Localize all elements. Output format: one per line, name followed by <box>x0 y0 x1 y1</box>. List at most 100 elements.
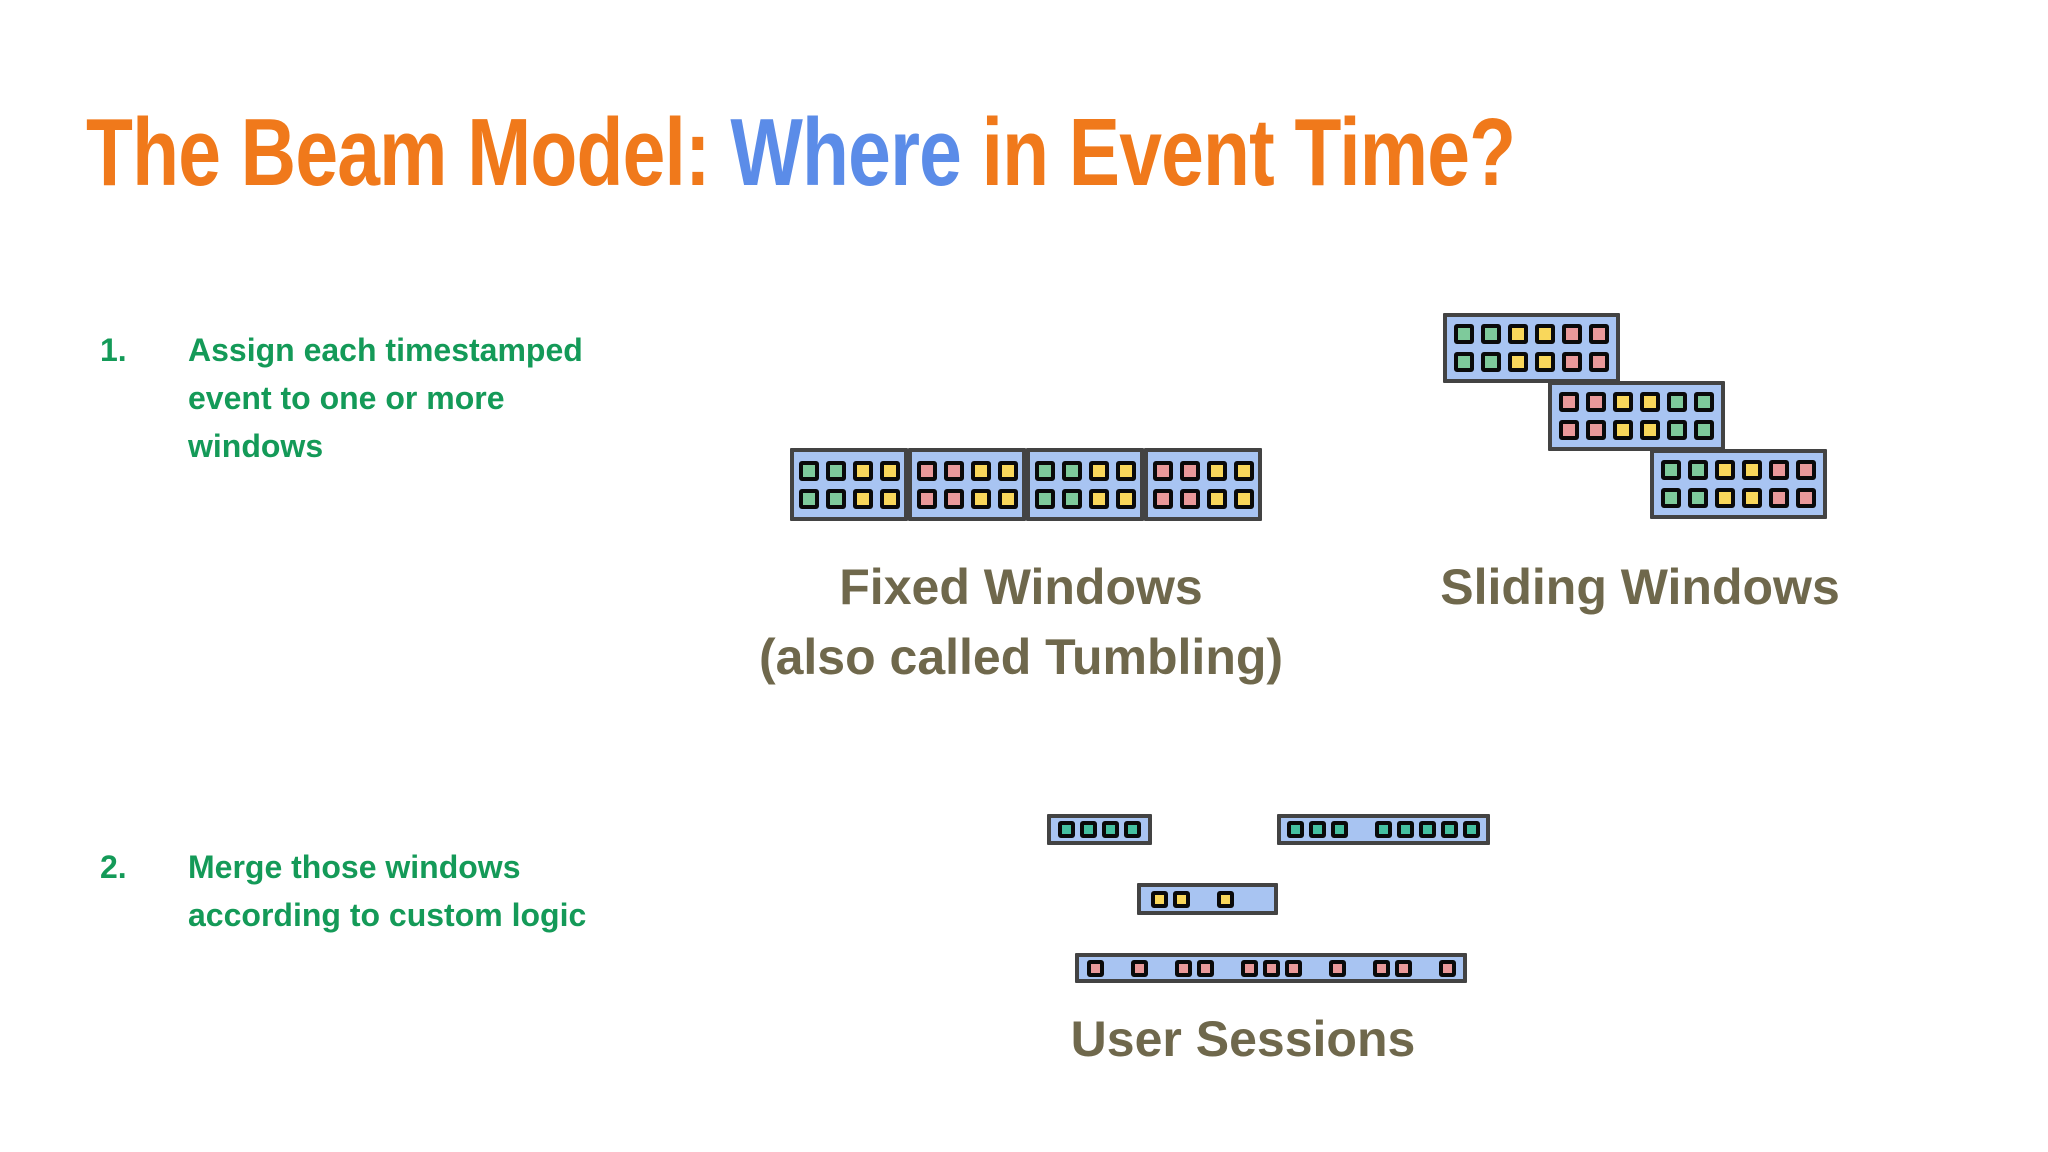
square-gap <box>1153 960 1170 977</box>
event-square-pink <box>1559 392 1579 412</box>
event-square-green <box>798 460 819 481</box>
event-square-green <box>1034 488 1055 509</box>
event-square-pink <box>1372 959 1390 977</box>
event-square-yellow <box>1233 460 1254 481</box>
event-square-pink <box>1240 959 1258 977</box>
window-box <box>1277 814 1490 845</box>
square-gap <box>1351 960 1368 977</box>
window-box <box>1026 448 1144 521</box>
event-square-green <box>1694 392 1714 412</box>
event-square-pink <box>1796 460 1816 480</box>
event-square-pink <box>1328 959 1346 977</box>
event-square-row <box>1447 352 1616 372</box>
event-square-row <box>912 460 1022 481</box>
event-square-row <box>1030 488 1140 509</box>
event-square-pink <box>1769 488 1789 508</box>
event-square-pink <box>943 488 964 509</box>
event-square-yellow <box>1640 392 1660 412</box>
list-number-1: 1. <box>100 332 127 368</box>
event-square-green <box>1667 392 1687 412</box>
event-square-row <box>794 488 904 509</box>
event-square-row <box>1148 460 1258 481</box>
event-square-green <box>1454 324 1474 344</box>
event-square-pink <box>1262 959 1280 977</box>
event-square-teal <box>1331 821 1348 838</box>
event-square-green <box>825 488 846 509</box>
event-square-teal <box>1441 821 1458 838</box>
event-square-pink <box>1559 420 1579 440</box>
list-item-assign-windows: 1. Assign each timestamped event to one … <box>100 326 618 470</box>
event-square-row <box>1281 821 1486 838</box>
event-square-yellow <box>997 460 1018 481</box>
event-square-pink <box>1394 959 1412 977</box>
event-square-green <box>1481 352 1501 372</box>
window-box <box>908 448 1026 521</box>
event-square-yellow <box>1115 488 1136 509</box>
event-square-yellow <box>1742 488 1762 508</box>
event-square-yellow <box>1088 488 1109 509</box>
list-text-1: Assign each timestamped event to one or … <box>188 332 583 464</box>
window-box <box>790 448 908 521</box>
title-part-orange-2: in Event Time? <box>961 99 1516 206</box>
event-square-teal <box>1397 821 1414 838</box>
event-square-pink <box>1589 324 1609 344</box>
event-square-row <box>912 488 1022 509</box>
event-square-yellow <box>1715 488 1735 508</box>
event-square-row <box>1051 821 1148 838</box>
event-square-row <box>794 460 904 481</box>
event-square-pink <box>1152 460 1173 481</box>
event-square-row <box>1552 392 1721 412</box>
list-text-2: Merge those windows according to custom … <box>188 849 587 933</box>
event-square-green <box>1454 352 1474 372</box>
event-square-green <box>1661 488 1681 508</box>
event-square-teal <box>1419 821 1436 838</box>
window-box <box>1047 814 1152 845</box>
fixed-windows-label: Fixed Windows (also called Tumbling) <box>759 552 1283 692</box>
event-square-yellow <box>1115 460 1136 481</box>
event-square-green <box>1688 460 1708 480</box>
event-square-row <box>1447 324 1616 344</box>
event-square-yellow <box>970 488 991 509</box>
list-number-2: 2. <box>100 849 127 885</box>
event-square-teal <box>1287 821 1304 838</box>
event-square-teal <box>1080 821 1097 838</box>
event-square-yellow <box>1151 890 1168 908</box>
event-square-pink <box>1586 392 1606 412</box>
event-square-pink <box>1769 460 1789 480</box>
event-square-green <box>1667 420 1687 440</box>
event-square-row <box>1141 890 1274 908</box>
event-square-yellow <box>997 488 1018 509</box>
event-square-green <box>1694 420 1714 440</box>
title-part-blue: Where <box>730 99 962 206</box>
event-square-pink <box>1179 460 1200 481</box>
square-gap <box>1417 960 1434 977</box>
event-square-pink <box>1586 420 1606 440</box>
square-gap <box>1307 960 1324 977</box>
event-square-yellow <box>1640 420 1660 440</box>
event-square-yellow <box>852 488 873 509</box>
page-title: The Beam Model: Where in Event Time? <box>86 98 1516 208</box>
event-square-pink <box>1086 959 1104 977</box>
title-part-orange-1: The Beam Model: <box>86 99 731 206</box>
event-square-row <box>1552 420 1721 440</box>
event-square-yellow <box>1535 352 1555 372</box>
window-box <box>1650 449 1827 519</box>
fixed-windows-label-line2: (also called Tumbling) <box>758 629 1284 685</box>
event-square-yellow <box>970 460 991 481</box>
event-square-teal <box>1058 821 1075 838</box>
event-square-green <box>1661 460 1681 480</box>
event-square-row <box>1654 488 1823 508</box>
window-box <box>1548 381 1725 451</box>
event-square-pink <box>916 488 937 509</box>
event-square-green <box>1034 460 1055 481</box>
event-square-pink <box>943 460 964 481</box>
square-gap <box>1219 960 1236 977</box>
user-sessions-label: User Sessions <box>1070 1011 1416 1067</box>
event-square-green <box>798 488 819 509</box>
event-square-yellow <box>1088 460 1109 481</box>
event-square-teal <box>1102 821 1119 838</box>
square-gap <box>1109 960 1126 977</box>
window-box <box>1137 883 1278 915</box>
event-square-pink <box>1796 488 1816 508</box>
